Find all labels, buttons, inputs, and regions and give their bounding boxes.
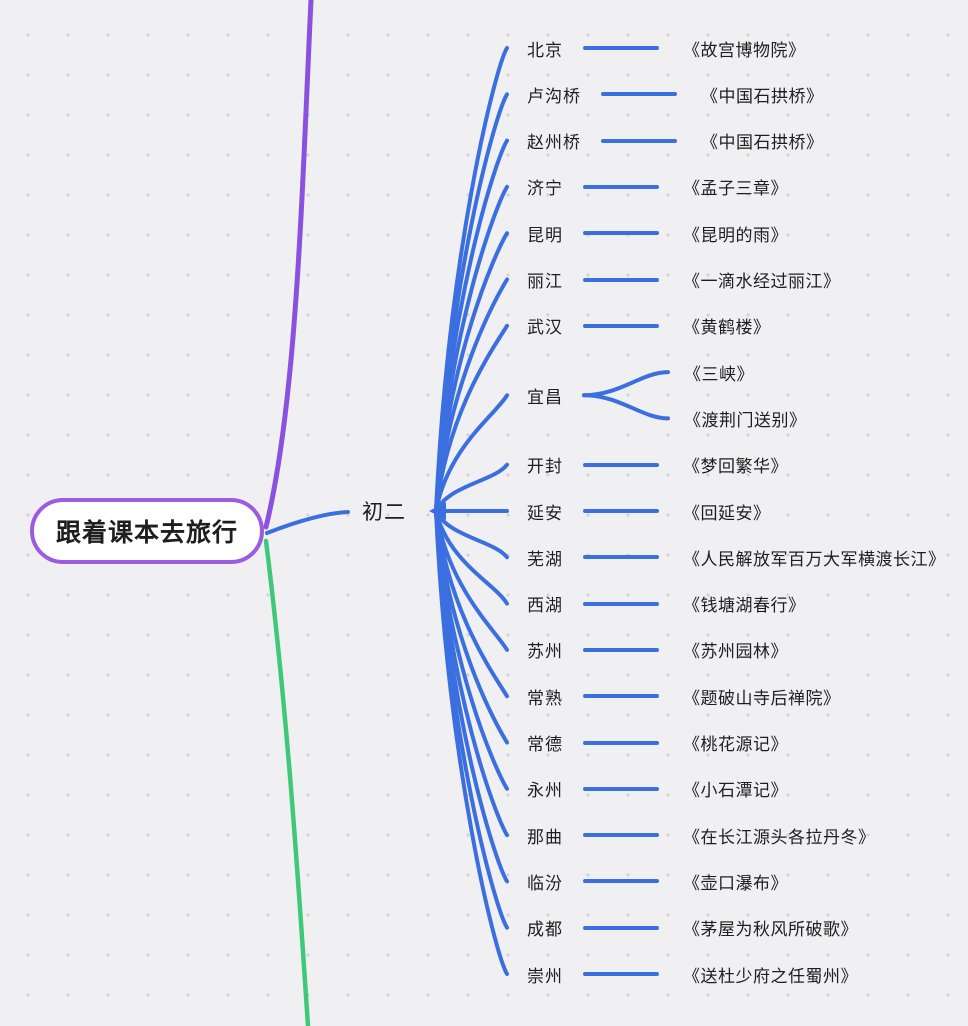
city-node[interactable]: 那曲 xyxy=(527,827,563,847)
connector-line xyxy=(583,462,659,467)
work-node[interactable]: 《题破山寺后禅院》 xyxy=(683,688,841,708)
grade8-to-city-curve xyxy=(434,393,509,513)
work-node[interactable]: 《孟子三章》 xyxy=(683,179,788,199)
work-node[interactable]: 《故宫博物院》 xyxy=(683,40,806,60)
connector-line xyxy=(583,740,659,745)
mindmap-row: 开封 《梦回繁华》 xyxy=(527,449,788,481)
city-node[interactable]: 武汉 xyxy=(527,318,563,338)
grade8-to-city-curve xyxy=(434,323,509,513)
connector-line xyxy=(583,925,659,930)
mindmap-row: 济宁 《孟子三章》 xyxy=(527,171,788,203)
connector-line xyxy=(583,509,659,513)
work-node[interactable]: 《黄鹤楼》 xyxy=(683,318,771,338)
city-to-work-curve xyxy=(582,393,670,421)
mindmap-row: 丽江 《一滴水经过丽江》 xyxy=(527,264,841,296)
mindmap-row: 临汾 《壶口瀑布》 xyxy=(527,865,788,897)
mindmap-row: 芜湖 《人民解放军百万大军横渡长江》 xyxy=(527,541,946,573)
mindmap-row: 北京 《故宫博物院》 xyxy=(527,32,806,64)
city-node[interactable]: 北京 xyxy=(527,40,563,60)
city-node[interactable]: 常熟 xyxy=(527,688,563,708)
connector-line xyxy=(583,46,659,50)
work-node[interactable]: 《送杜少府之任蜀州》 xyxy=(683,966,858,986)
connector-line xyxy=(583,694,659,699)
work-node[interactable]: 《昆明的雨》 xyxy=(683,225,788,245)
connector-line xyxy=(583,277,659,282)
connector-line xyxy=(583,879,659,884)
work-node[interactable]: 《壶口瀑布》 xyxy=(683,873,788,893)
connector-line xyxy=(601,138,677,143)
connector-line xyxy=(583,231,659,236)
grade8-to-city-curve xyxy=(434,462,509,513)
mindmap-row: 那曲 《在长江源头各拉丹冬》 xyxy=(527,819,876,851)
connector-line xyxy=(583,323,659,328)
connector-line xyxy=(601,92,677,97)
city-node[interactable]: 济宁 xyxy=(527,179,563,199)
city-node[interactable]: 昆明 xyxy=(527,225,563,245)
work-node[interactable]: 《茅屋为秋风所破歌》 xyxy=(683,920,858,940)
trunk-branch-down xyxy=(263,538,311,1026)
work-node[interactable]: 《苏州园林》 xyxy=(683,642,788,662)
city-node[interactable]: 西湖 xyxy=(527,596,563,616)
mindmap-row: 西湖 《钱塘湖春行》 xyxy=(527,588,806,620)
connector-line xyxy=(583,555,659,560)
work-node[interactable]: 《渡荆门送别》 xyxy=(684,410,807,430)
root-node-label: 跟着课本去旅行 xyxy=(55,519,238,547)
connector-line xyxy=(583,601,659,606)
work-node[interactable]: 《一滴水经过丽江》 xyxy=(683,272,841,291)
city-node[interactable]: 开封 xyxy=(527,457,563,477)
connector-line xyxy=(583,647,659,652)
connector-line xyxy=(583,786,659,791)
work-node[interactable]: 《回延安》 xyxy=(683,503,771,523)
work-node[interactable]: 《人民解放军百万大军横渡长江》 xyxy=(683,549,946,569)
city-node[interactable]: 成都 xyxy=(527,920,563,940)
branch-node-grade8[interactable]: 初二 xyxy=(362,496,406,526)
grade8-to-city-curve xyxy=(434,509,509,976)
city-node[interactable]: 苏州 xyxy=(527,642,563,662)
city-node[interactable]: 赵州桥 xyxy=(527,133,581,153)
work-node[interactable]: 《在长江源头各拉丹冬》 xyxy=(683,827,876,847)
mindmap-row: 宜昌 xyxy=(527,379,563,411)
grade8-to-city-curve xyxy=(434,509,509,606)
grade8-to-city-curve xyxy=(434,509,509,560)
connector-line xyxy=(583,833,659,838)
connector-line xyxy=(583,184,659,189)
mindmap-row: 成都 《茅屋为秋风所破歌》 xyxy=(527,912,858,944)
city-node[interactable]: 永州 xyxy=(527,781,563,801)
work-node[interactable]: 《小石潭记》 xyxy=(683,781,788,801)
root-node[interactable]: 跟着课本去旅行 xyxy=(30,498,264,564)
mindmap-row: 常德 《桃花源记》 xyxy=(527,727,788,759)
mindmap-row: 永州 《小石潭记》 xyxy=(527,773,788,805)
work-node[interactable]: 《梦回繁华》 xyxy=(683,457,788,477)
root-to-grade8-edge xyxy=(265,510,350,535)
city-node[interactable]: 卢沟桥 xyxy=(527,86,581,106)
grade8-to-city-curve xyxy=(434,277,509,513)
mindmap-row: 崇州 《送杜少府之任蜀州》 xyxy=(527,958,858,990)
work-node[interactable]: 《中国石拱桥》 xyxy=(701,86,824,106)
city-node[interactable]: 延安 xyxy=(527,503,563,523)
mindmap-row: 卢沟桥 《中国石拱桥》 xyxy=(527,78,824,110)
work-node[interactable]: 《三峡》 xyxy=(684,364,754,384)
mindmap-row: 常熟 《题破山寺后禅院》 xyxy=(527,680,841,712)
mindmap-row: 苏州 《苏州园林》 xyxy=(527,634,788,666)
branch-node-label: 初二 xyxy=(362,501,406,524)
work-node[interactable]: 《中国石拱桥》 xyxy=(701,133,824,153)
city-node[interactable]: 芜湖 xyxy=(527,549,563,569)
mindmap-row: 昆明 《昆明的雨》 xyxy=(527,217,788,249)
trunk-branch-up xyxy=(263,0,314,530)
connector-line xyxy=(583,972,659,976)
work-node[interactable]: 《桃花源记》 xyxy=(683,735,788,754)
mindmap-row: 赵州桥 《中国石拱桥》 xyxy=(527,125,824,157)
work-node[interactable]: 《钱塘湖春行》 xyxy=(683,596,806,616)
mindmap-row: 延安 《回延安》 xyxy=(527,495,771,527)
city-node[interactable]: 丽江 xyxy=(527,272,563,291)
mindmap-row: 武汉 《黄鹤楼》 xyxy=(527,310,771,342)
city-node[interactable]: 宜昌 xyxy=(527,387,563,407)
city-to-work-curve xyxy=(582,370,670,398)
city-node[interactable]: 常德 xyxy=(527,735,563,754)
city-node[interactable]: 临汾 xyxy=(527,873,563,893)
city-node[interactable]: 崇州 xyxy=(527,966,563,986)
